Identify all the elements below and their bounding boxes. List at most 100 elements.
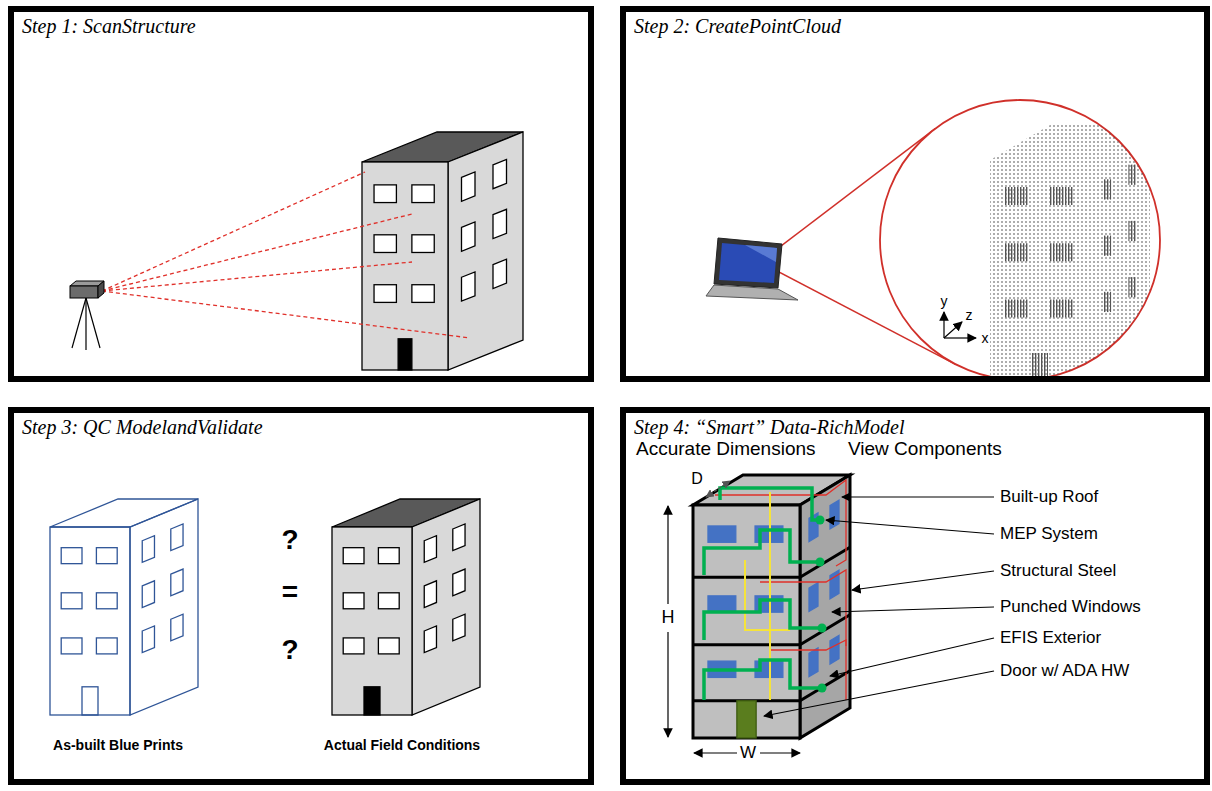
equals-sign: = bbox=[282, 577, 298, 608]
heading-label: View Components bbox=[848, 439, 1002, 460]
leader-arrow bbox=[842, 496, 994, 497]
laptop-base bbox=[706, 285, 798, 300]
mep-node bbox=[818, 624, 827, 633]
window bbox=[61, 548, 82, 564]
height-arrow bbox=[667, 632, 668, 737]
mep-red bbox=[770, 640, 846, 700]
width-arrow bbox=[760, 752, 800, 753]
scan-beam bbox=[102, 172, 365, 291]
side-window bbox=[453, 614, 465, 641]
scan-illustration bbox=[70, 132, 523, 370]
cloud-side-window bbox=[1128, 221, 1136, 241]
scanner-side bbox=[98, 281, 104, 298]
door bbox=[398, 339, 412, 370]
point-cloud-illustration bbox=[706, 100, 1160, 385]
leader-arrow bbox=[832, 607, 994, 612]
window bbox=[374, 235, 396, 253]
mep-pipe bbox=[704, 530, 820, 575]
side-wall bbox=[800, 475, 850, 738]
window bbox=[96, 638, 117, 654]
panel-title: Step 1: ScanStructure bbox=[14, 12, 204, 41]
cloud-side bbox=[1090, 125, 1150, 385]
axis-label: y bbox=[941, 294, 948, 309]
cloud-window bbox=[1004, 243, 1028, 261]
window bbox=[412, 235, 434, 253]
side-window bbox=[142, 626, 154, 653]
cloud-window bbox=[1004, 300, 1028, 318]
leader-arrow bbox=[830, 638, 994, 676]
side-window bbox=[462, 222, 476, 251]
dimension-label: W bbox=[740, 744, 756, 763]
floor-line bbox=[693, 547, 850, 577]
window bbox=[61, 593, 82, 609]
step-panel: Step 4: “Smart” Data-RichModel bbox=[620, 407, 1210, 785]
mep-red bbox=[715, 480, 846, 566]
window bbox=[343, 548, 364, 564]
side-window bbox=[424, 626, 436, 653]
window bbox=[708, 596, 736, 612]
side-window bbox=[830, 500, 839, 529]
caption-label: As-built Blue Prints bbox=[53, 738, 183, 753]
scanner-body bbox=[70, 286, 98, 298]
leader-arrow bbox=[826, 520, 994, 534]
component-label: Structural Steel bbox=[1000, 562, 1116, 581]
panel-title: Step 3: QC ModelandValidate bbox=[14, 413, 271, 442]
point-cloud bbox=[990, 125, 1150, 385]
mep-yellow bbox=[745, 560, 790, 630]
side-window bbox=[493, 259, 507, 288]
window bbox=[378, 548, 399, 564]
axis-z bbox=[944, 322, 962, 338]
side-window bbox=[171, 569, 183, 596]
width-arrow bbox=[694, 752, 737, 753]
mep-pipe bbox=[704, 660, 822, 700]
tripod-leg bbox=[72, 298, 86, 348]
side-window bbox=[809, 583, 818, 612]
cloud-window bbox=[1004, 187, 1028, 205]
smart-model-illustration bbox=[668, 475, 994, 753]
door bbox=[364, 687, 380, 715]
front-wall bbox=[50, 527, 130, 715]
cloud-side-window bbox=[1103, 292, 1111, 312]
height-arrow bbox=[667, 506, 668, 604]
side-window bbox=[171, 614, 183, 641]
laptop-screen bbox=[719, 243, 777, 283]
window bbox=[708, 526, 736, 542]
side-window bbox=[171, 524, 183, 551]
window bbox=[378, 638, 399, 654]
step-panel: Step 2: CreatePointCloud bbox=[620, 6, 1210, 382]
laptop-glare bbox=[745, 245, 777, 262]
scan-beam bbox=[102, 291, 470, 338]
cloud-window bbox=[1050, 300, 1074, 318]
window bbox=[96, 548, 117, 564]
component-label: Door w/ ADA HW bbox=[1000, 662, 1129, 681]
dimension-label: D bbox=[691, 470, 703, 488]
side-window bbox=[493, 209, 507, 238]
panel-title: Step 2: CreatePointCloud bbox=[626, 12, 849, 41]
laptop-lid bbox=[714, 238, 782, 288]
cloud-side-window bbox=[1103, 236, 1111, 256]
side-window bbox=[462, 272, 476, 301]
cloud-side-window bbox=[1128, 165, 1136, 185]
front-wall bbox=[332, 527, 412, 715]
mep-node bbox=[816, 558, 825, 567]
side-window bbox=[142, 536, 154, 563]
side-window bbox=[809, 648, 818, 677]
cloud-front bbox=[990, 160, 1090, 385]
side-window bbox=[453, 524, 465, 551]
compare-illustration bbox=[50, 499, 480, 715]
side-wall bbox=[448, 132, 523, 370]
window bbox=[343, 593, 364, 609]
tripod-leg bbox=[86, 298, 100, 348]
front-wall bbox=[693, 505, 800, 738]
leader-arrow bbox=[764, 671, 994, 716]
scan-beam bbox=[102, 214, 412, 291]
mep-node bbox=[816, 516, 825, 525]
component-label: MEP System bbox=[1000, 525, 1098, 544]
floor-line bbox=[693, 671, 850, 701]
window bbox=[343, 638, 364, 654]
window bbox=[96, 593, 117, 609]
cloud-side-window bbox=[1128, 277, 1136, 297]
side-window bbox=[424, 581, 436, 608]
mep-yellow bbox=[769, 492, 771, 700]
question-mark: ? bbox=[281, 635, 298, 666]
